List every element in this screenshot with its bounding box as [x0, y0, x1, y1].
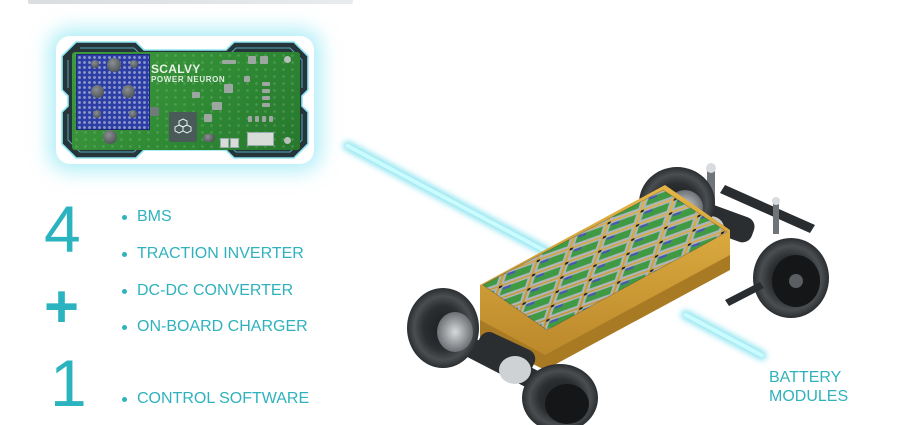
board-subtitle: POWER NEURON	[151, 75, 226, 84]
item-dc-dc-converter: DC-DC CONVERTER	[122, 282, 293, 300]
bullet-icon	[122, 324, 127, 330]
front-left-wheel	[407, 288, 479, 368]
plus-sign: +	[44, 273, 80, 340]
item-bms: BMS	[122, 208, 172, 226]
cube-logo-icon	[169, 112, 197, 142]
bullet-icon	[122, 288, 127, 294]
battery-modules-label: BATTERY MODULES	[769, 369, 849, 405]
battery-pack	[480, 185, 730, 370]
item-on-board-charger: ON-BOARD CHARGER	[122, 318, 308, 336]
item-traction-inverter: TRACTION INVERTER	[122, 245, 304, 263]
front-right-wheel	[522, 364, 598, 425]
bullet-icon	[122, 396, 127, 402]
board-title: SCALVY	[151, 62, 201, 76]
bullet-icon	[122, 251, 127, 257]
power-neuron-board: SCALVY POWER NEURON	[50, 30, 320, 170]
pcb: SCALVY POWER NEURON	[72, 52, 300, 150]
count-one: 1	[50, 346, 87, 420]
bullet-icon	[122, 214, 127, 220]
rear-right-wheel	[753, 238, 829, 318]
ev-skateboard-chassis	[407, 163, 829, 425]
cut-off-title	[28, 0, 353, 4]
count-four: 4	[44, 192, 81, 266]
heatsink	[76, 54, 150, 130]
item-control-software: CONTROL SOFTWARE	[122, 390, 309, 408]
